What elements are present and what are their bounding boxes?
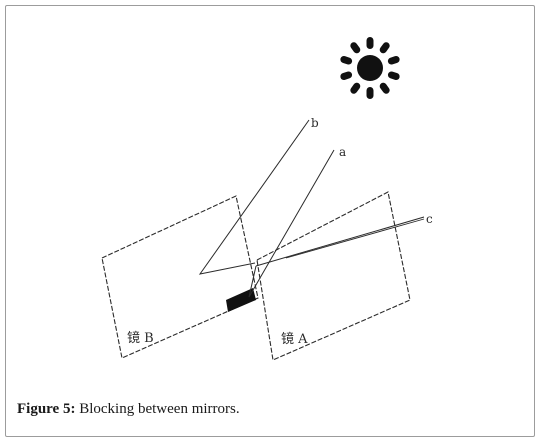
blocked-region: [226, 288, 256, 312]
ray-c-reflection-mark: [285, 218, 425, 259]
ray-c: [255, 216, 425, 267]
ray-label-b: b: [311, 116, 319, 130]
ray-b: [198, 119, 310, 275]
mirror-a-panel: [256, 191, 411, 361]
figure-caption-text: Blocking between mirrors.: [75, 401, 240, 417]
mirror-label-a: 镜 A: [281, 332, 308, 347]
mirror-label-b: 镜 B: [127, 331, 154, 346]
figure-caption: Figure 5: Blocking between mirrors.: [17, 401, 240, 418]
ray-label-c: c: [426, 212, 433, 226]
mirror-b-panel: [101, 195, 259, 359]
figure-number: Figure 5:: [17, 401, 76, 417]
ray-label-a: a: [339, 145, 346, 159]
sun-icon: [340, 37, 400, 99]
figure-frame: [5, 5, 535, 437]
ray-a: [248, 149, 335, 298]
